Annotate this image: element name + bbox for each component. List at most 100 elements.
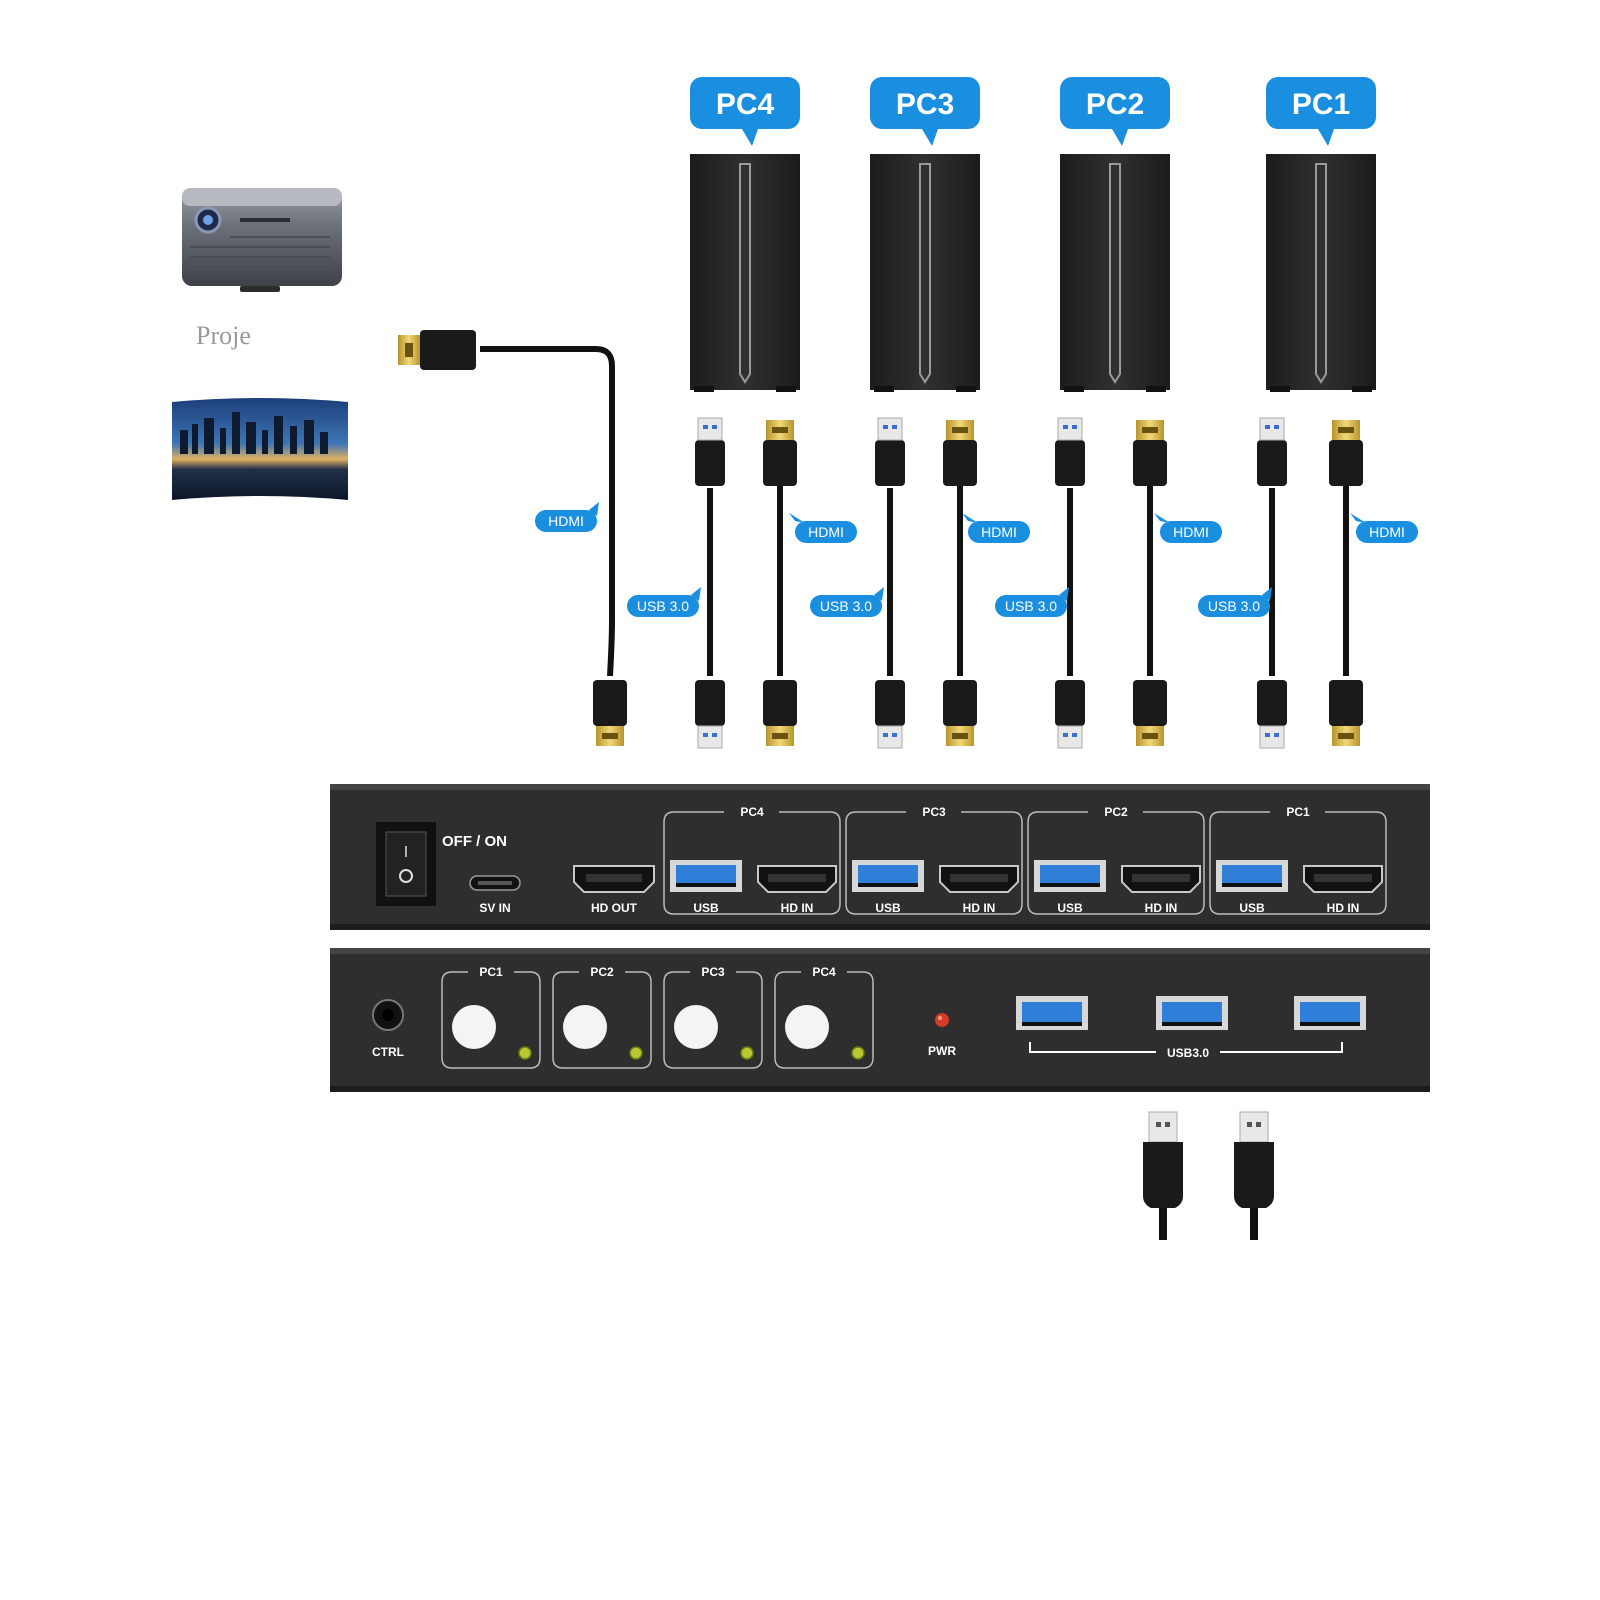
front-usb-port-2[interactable] xyxy=(1156,996,1228,1030)
svg-text:HDMI: HDMI xyxy=(808,524,844,540)
usb-in-port[interactable] xyxy=(1216,860,1288,892)
port-group-label: PC4 xyxy=(740,805,764,819)
hdmi-cable-tag-pc1: HDMI xyxy=(1350,513,1418,543)
pc-tag: PC4 xyxy=(690,77,800,146)
usb-cable-tag-pc3: USB 3.0 xyxy=(810,587,884,617)
hdmi-cable-tag-pc3: HDMI xyxy=(962,513,1030,543)
hdmi-cable xyxy=(1133,420,1167,746)
pc-tag-label: PC4 xyxy=(716,88,775,121)
sv-in-port[interactable] xyxy=(469,875,521,891)
hd-in-label: HD IN xyxy=(1327,901,1360,915)
cable-pair-pc3 xyxy=(875,417,977,749)
select-button-pc1[interactable]: PC1 xyxy=(441,965,541,1069)
hdmi-cable-tag-pc2: HDMI xyxy=(1154,513,1222,543)
hd-in-label: HD IN xyxy=(1145,901,1178,915)
hd-in-port[interactable] xyxy=(939,865,1019,893)
pc-tower xyxy=(1266,154,1376,392)
svg-text:USB 3.0: USB 3.0 xyxy=(820,598,872,614)
hd-in-port[interactable] xyxy=(1121,865,1201,893)
pc-column-pc1: PC1 xyxy=(1266,77,1376,392)
pc-tag-label: PC2 xyxy=(1086,88,1144,121)
pc-tower xyxy=(1060,154,1170,392)
pc-tag-label: PC1 xyxy=(1292,88,1350,121)
select-button-pc3[interactable]: PC3 xyxy=(663,965,763,1069)
keyboard-mouse-usb-plugs xyxy=(1143,1111,1274,1240)
svg-text:USB 3.0: USB 3.0 xyxy=(1005,598,1057,614)
cable-tags: HDMI HDMI HDMI HDMI HDMI USB 3.0 xyxy=(535,502,1418,617)
pc-tag-label: PC3 xyxy=(896,88,954,121)
hd-out-label: HD OUT xyxy=(591,901,638,915)
pc-tag: PC2 xyxy=(1060,77,1170,146)
port-group-label: PC2 xyxy=(1104,805,1128,819)
select-button-label: PC1 xyxy=(479,965,503,979)
sv-in-label: SV IN xyxy=(479,901,510,915)
pc-column-pc4: PC4 xyxy=(690,77,800,392)
usb-in-port[interactable] xyxy=(1034,860,1106,892)
pc-column-pc3: PC3 xyxy=(870,77,980,392)
ctrl-jack[interactable] xyxy=(372,999,404,1031)
hd-in-port[interactable] xyxy=(757,865,837,893)
svg-text:HDMI: HDMI xyxy=(548,513,584,529)
usb-in-label: USB xyxy=(693,901,719,915)
kvm-front-panel: CTRL PC1 PC2 PC3 PC4 PWR xyxy=(330,948,1430,1092)
usb-cable-tag-pc2: USB 3.0 xyxy=(995,587,1069,617)
svg-text:HDMI: HDMI xyxy=(1369,524,1405,540)
cable-pair-pc2 xyxy=(1055,417,1167,749)
usb-cable xyxy=(1257,417,1287,749)
front-usb-port-3[interactable] xyxy=(1294,996,1366,1030)
svg-text:USB 3.0: USB 3.0 xyxy=(1208,598,1260,614)
usb-in-port[interactable] xyxy=(852,860,924,892)
usb-plug-1 xyxy=(1143,1111,1183,1240)
pc-tower xyxy=(870,154,980,392)
front-usb-ports: USB3.0 xyxy=(1016,996,1366,1060)
usb-cable xyxy=(1055,417,1085,749)
select-button-pc4[interactable]: PC4 xyxy=(774,965,874,1069)
usb3-label: USB3.0 xyxy=(1167,1046,1209,1060)
hd-out-port[interactable] xyxy=(573,865,655,893)
usb-in-label: USB xyxy=(875,901,901,915)
usb-cable-tag-pc4: USB 3.0 xyxy=(627,587,701,617)
pc-column-pc2: PC2 xyxy=(1060,77,1170,392)
hdmi-cable xyxy=(943,420,977,746)
hd-in-label: HD IN xyxy=(963,901,996,915)
usb-cable-tag-pc1: USB 3.0 xyxy=(1198,587,1272,617)
select-button-label: PC4 xyxy=(812,965,836,979)
projector xyxy=(182,188,342,292)
usb-plug-2 xyxy=(1234,1111,1274,1240)
cable-pair-pc4 xyxy=(695,417,797,749)
pwr-label: PWR xyxy=(928,1044,956,1058)
select-button-pc2[interactable]: PC2 xyxy=(552,965,652,1069)
hd-in-port[interactable] xyxy=(1303,865,1383,893)
ctrl-label: CTRL xyxy=(372,1045,404,1059)
pwr-led xyxy=(935,1013,949,1027)
usb-cable xyxy=(875,417,905,749)
pc-tag: PC3 xyxy=(870,77,980,146)
display-screen xyxy=(172,398,348,500)
hdmi-cable xyxy=(1329,420,1363,746)
usb-in-label: USB xyxy=(1057,901,1083,915)
cable-pairs xyxy=(398,330,1363,749)
projector-label: Proje xyxy=(196,321,251,350)
hdmi-output-cable xyxy=(398,330,627,746)
cable-pair-pc1 xyxy=(1257,417,1363,749)
usb-in-port[interactable] xyxy=(670,860,742,892)
pc-tower xyxy=(690,154,800,392)
hdmi-cable xyxy=(763,420,797,746)
svg-text:I: I xyxy=(404,844,408,861)
power-switch-label: OFF / ON xyxy=(442,833,507,850)
svg-text:USB 3.0: USB 3.0 xyxy=(637,598,689,614)
port-group-label: PC3 xyxy=(922,805,946,819)
usb-in-label: USB xyxy=(1239,901,1265,915)
hdmi-cable-tag-output: HDMI xyxy=(535,502,599,532)
svg-text:HDMI: HDMI xyxy=(981,524,1017,540)
pc-tag: PC1 xyxy=(1266,77,1376,146)
pc-columns: PC4 PC3 PC2 xyxy=(690,77,1376,392)
select-button-label: PC3 xyxy=(701,965,725,979)
power-switch[interactable]: I xyxy=(376,822,436,906)
front-usb-port-1[interactable] xyxy=(1016,996,1088,1030)
